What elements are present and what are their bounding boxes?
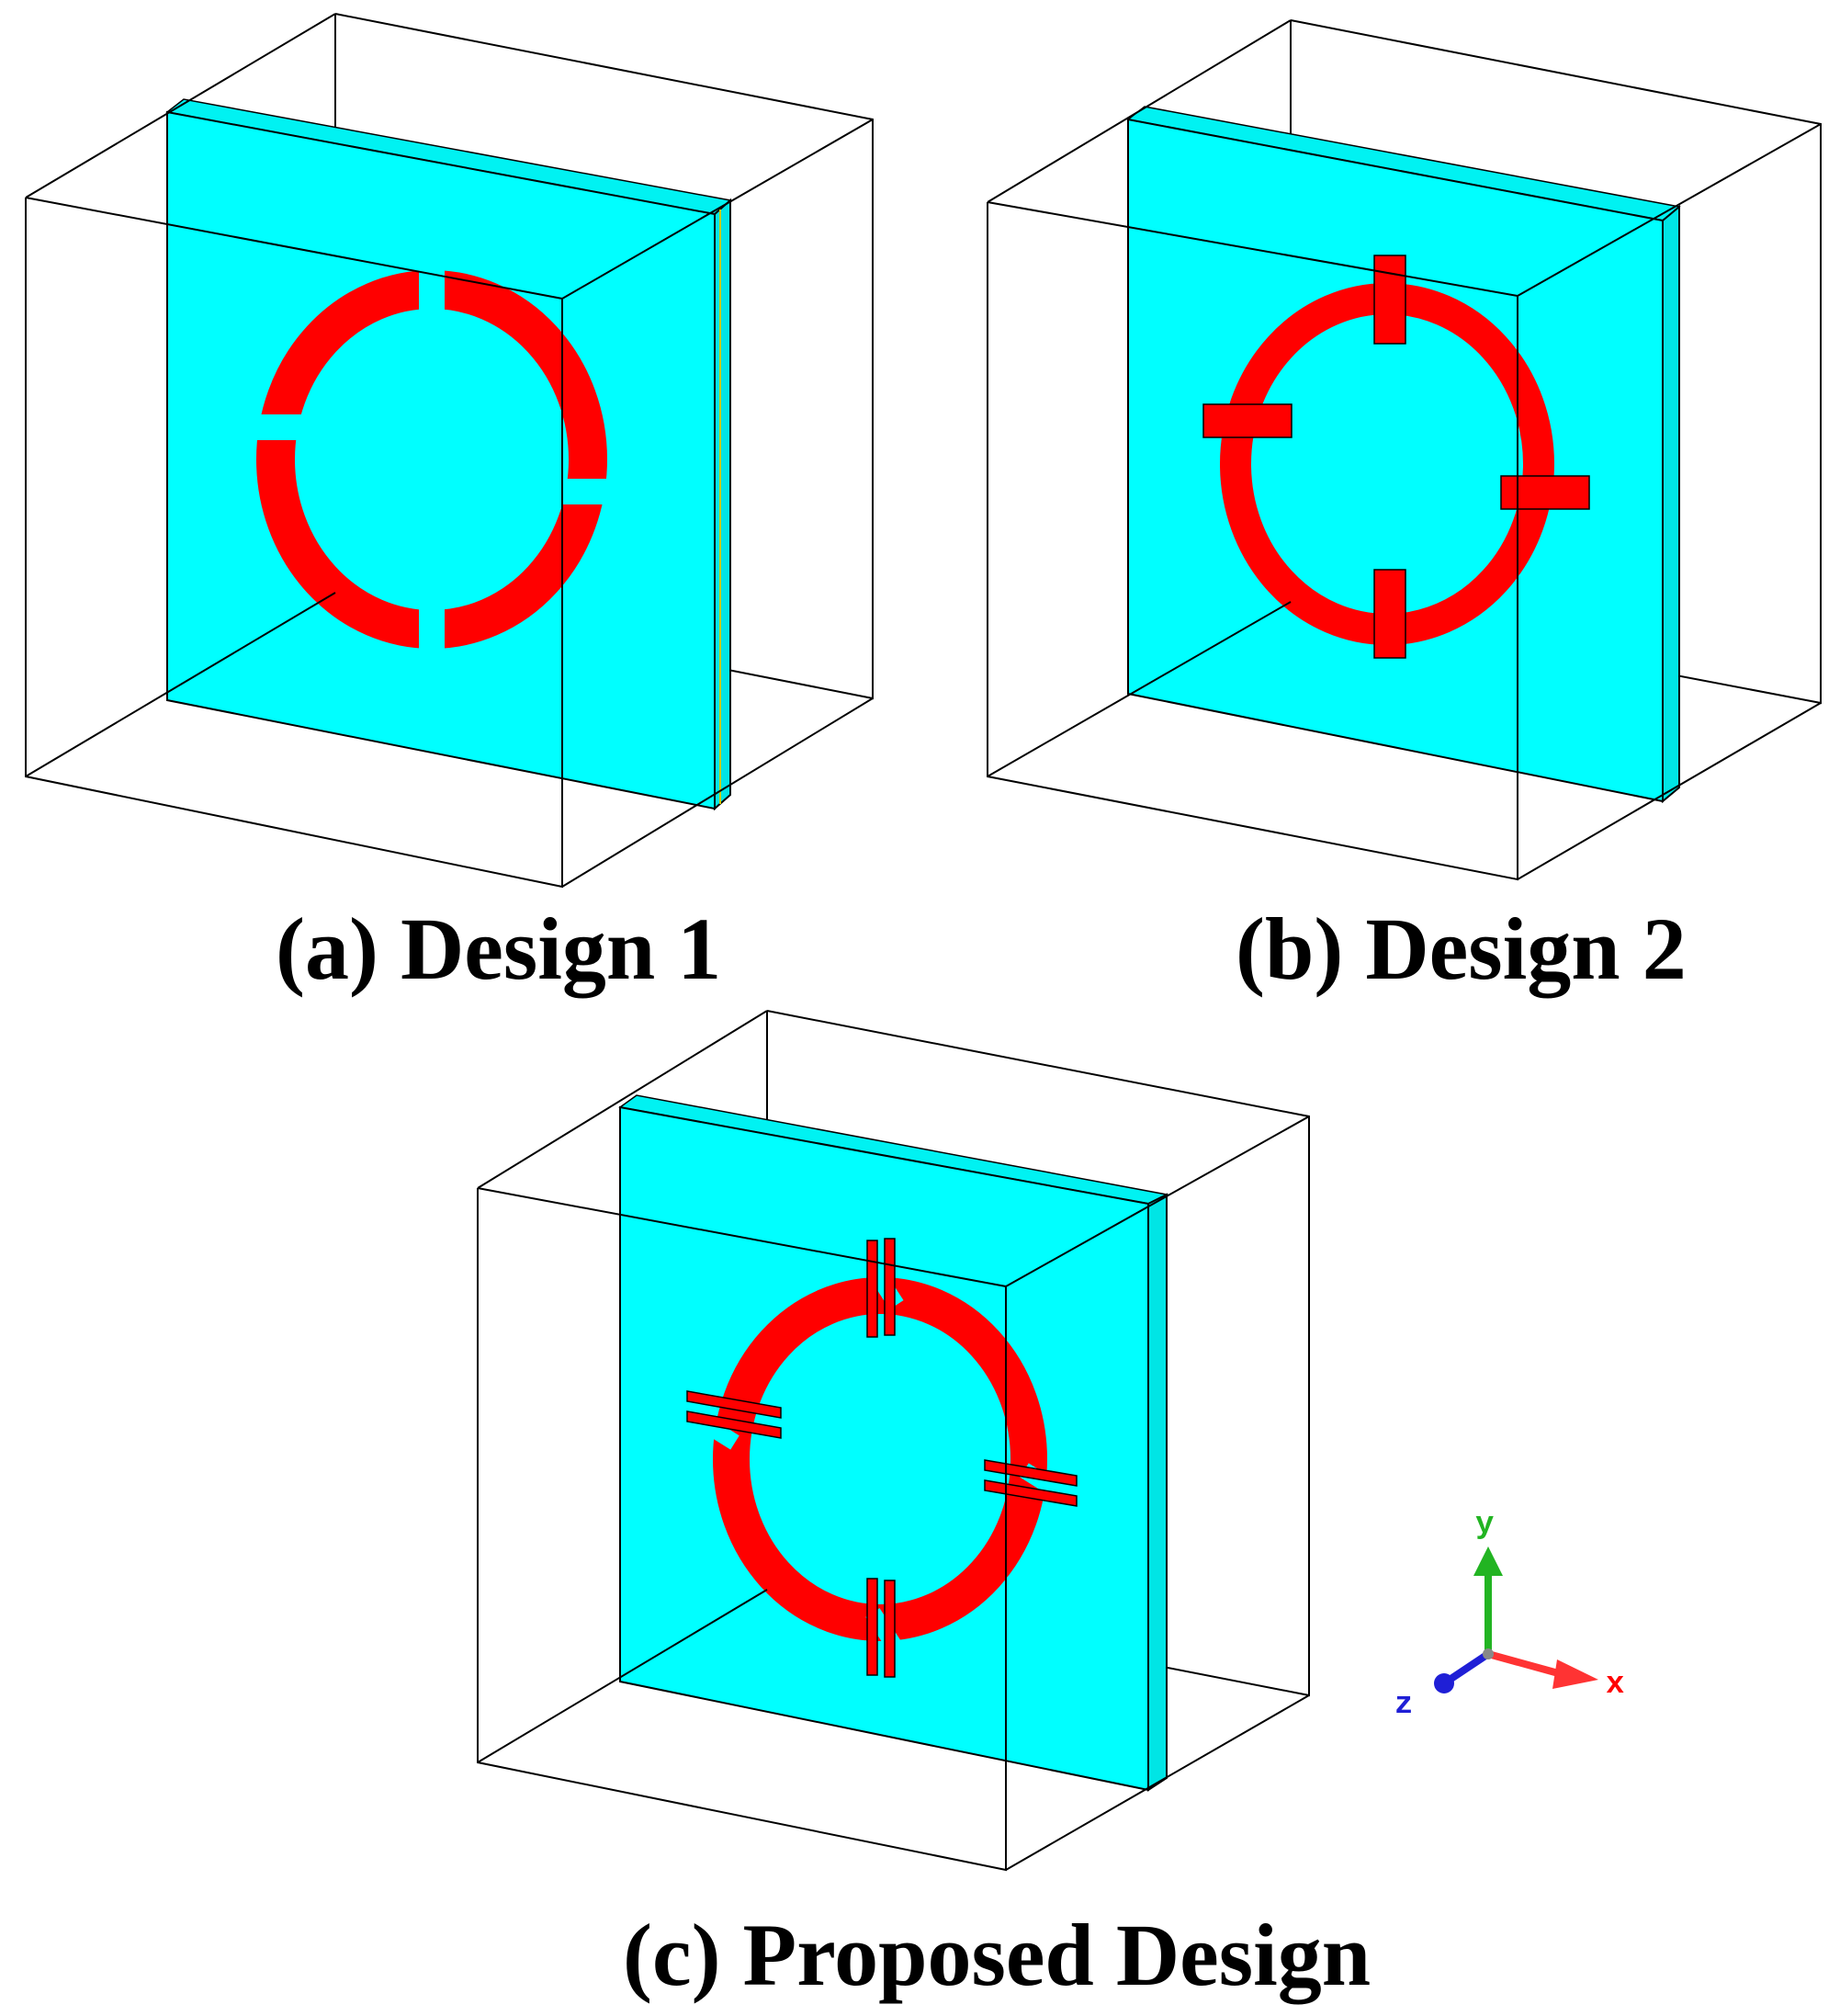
z-axis-label: z <box>1394 1688 1413 1723</box>
y-axis-label: y <box>1475 1508 1494 1543</box>
axis-origin <box>1483 1648 1494 1659</box>
design-1-wireframe-front <box>25 13 874 889</box>
x-axis-arrow <box>1486 1650 1563 1678</box>
design-1-model: (a) Design 1 <box>25 13 874 998</box>
y-axis-arrowhead <box>1473 1546 1503 1576</box>
design-3-caption: (c) Proposed Design <box>623 1906 1371 2004</box>
x-axis-label: x <box>1606 1668 1624 1703</box>
design-2-model: (b) Design 2 <box>987 19 1822 998</box>
design-1-substrate <box>165 98 732 811</box>
design-3-model: (c) Proposed Design <box>477 1010 1371 2004</box>
design-1-caption: (a) Design 1 <box>276 900 721 998</box>
z-axis-arrow <box>1447 1650 1491 1683</box>
design-2-wireframe-front <box>987 19 1822 881</box>
axis-triad: y x z <box>1394 1508 1624 1723</box>
design-3-wireframe-front <box>477 1010 1310 1872</box>
design-2-resonator <box>1202 255 1590 659</box>
design-2-substrate <box>1126 106 1681 804</box>
design-2-caption: (b) Design 2 <box>1236 900 1687 998</box>
z-axis-arrowhead <box>1434 1673 1454 1693</box>
design-3-substrate <box>618 1094 1169 1792</box>
x-axis-arrowhead <box>1552 1659 1598 1689</box>
design-3-resonator <box>686 1238 1078 1678</box>
